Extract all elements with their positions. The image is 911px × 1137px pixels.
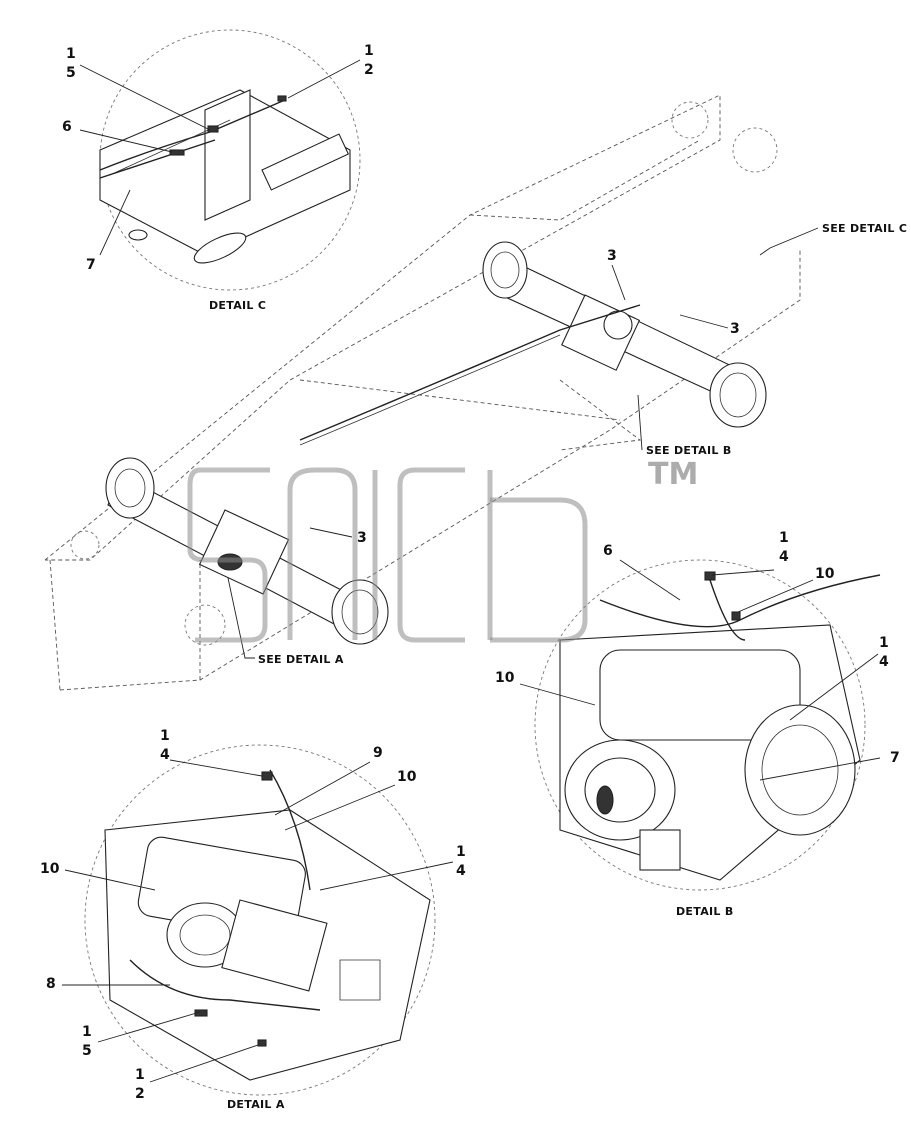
callout-b-1b: 4 — [779, 549, 789, 565]
main-callouts: 3 3 3 SEE DETAIL C SEE DETAIL B SEE DETA… — [258, 222, 907, 666]
callout-a-10a: 10 — [397, 769, 417, 785]
detail-b-caption: DETAIL B — [676, 905, 734, 918]
callout-c2-a: 1 — [364, 43, 374, 59]
callout-a-1f: 5 — [82, 1043, 92, 1059]
detail-a-view — [62, 744, 454, 1096]
callout-b-7: 7 — [890, 750, 900, 766]
callout-main-3a: 3 — [607, 248, 617, 264]
callout-c4: 7 — [86, 257, 96, 273]
detail-c-callouts: 1 5 1 2 6 7 DETAIL C — [62, 43, 374, 312]
detail-a-caption: DETAIL A — [227, 1098, 285, 1111]
callout-c2-b: 2 — [364, 62, 374, 78]
see-detail-c-ref: SEE DETAIL C — [822, 222, 907, 235]
callout-a-9: 9 — [373, 745, 383, 761]
callout-a-1b: 4 — [160, 747, 170, 763]
callout-c1-a: 1 — [66, 46, 76, 62]
callout-a-1h: 2 — [135, 1086, 145, 1102]
callout-a-1g: 1 — [135, 1067, 145, 1083]
callout-c3: 6 — [62, 119, 72, 135]
callout-a-1e: 1 — [82, 1024, 92, 1040]
callout-a-1c: 1 — [456, 844, 466, 860]
see-detail-b-ref: SEE DETAIL B — [646, 444, 732, 457]
detail-c-caption: DETAIL C — [209, 299, 266, 312]
callout-b-10a: 10 — [815, 566, 835, 582]
callout-main-3b: 3 — [730, 321, 740, 337]
callout-b-10b: 10 — [495, 670, 515, 686]
callout-b-6: 6 — [603, 543, 613, 559]
front-axle — [105, 457, 389, 645]
brake-line — [299, 304, 641, 441]
callout-b-1d: 4 — [879, 654, 889, 670]
callout-a-1a: 1 — [160, 728, 170, 744]
see-detail-a-ref: SEE DETAIL A — [258, 653, 344, 666]
detail-b-view — [519, 559, 881, 891]
detail-c-view — [79, 29, 361, 291]
callout-main-3c: 3 — [357, 530, 367, 546]
callout-a-10b: 10 — [40, 861, 60, 877]
rear-axle — [482, 241, 767, 428]
detail-b-callouts: 6 1 4 10 10 1 4 7 DETAIL B — [495, 530, 900, 918]
trademark-mark: TM — [648, 457, 698, 492]
callout-b-1c: 1 — [879, 635, 889, 651]
main-assembly — [44, 94, 819, 691]
callout-c1-b: 5 — [66, 65, 76, 81]
callout-a-1d: 4 — [456, 863, 466, 879]
detail-a-callouts: 1 4 9 10 10 1 4 8 1 5 1 2 DETAIL A — [40, 728, 466, 1111]
callout-b-1a: 1 — [779, 530, 789, 546]
callout-a-8: 8 — [46, 976, 56, 992]
watermark-logo: TM — [187, 457, 698, 643]
